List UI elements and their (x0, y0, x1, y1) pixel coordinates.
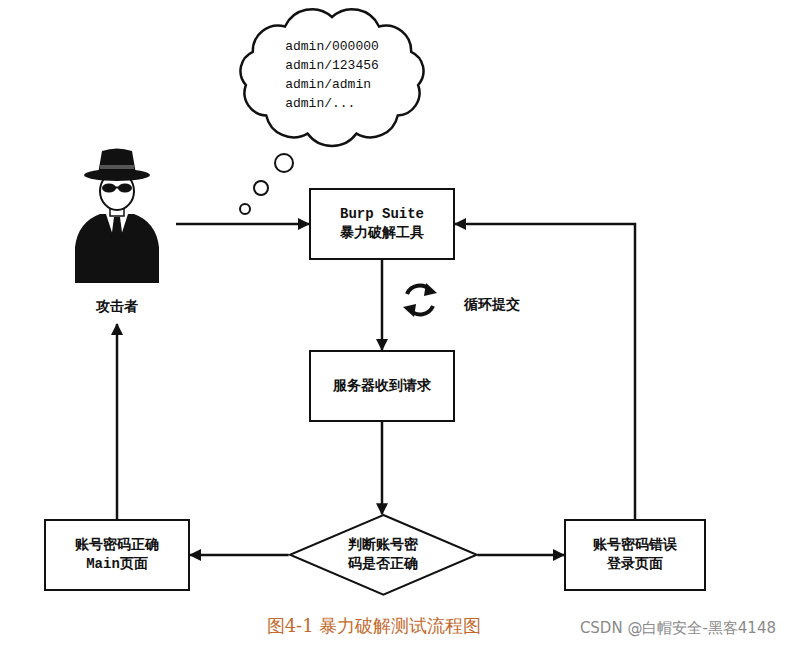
diamond-shape (290, 515, 477, 595)
cloud-shape (241, 9, 424, 146)
cloud-outline (232, 4, 432, 149)
thought-bubbles (240, 154, 293, 214)
text-group: 服务器收到请求 (333, 377, 431, 396)
flow-arrow (116, 324, 119, 519)
text-group: 账号密码错误 登录页面 (589, 536, 681, 574)
flow-arrow (477, 554, 564, 557)
flow-arrow (190, 554, 289, 557)
node-text: 账号密码正确 Main页面 (71, 536, 163, 574)
edge-label: 循环提交 (462, 296, 522, 314)
text-group: 判断账号密码是否正确 (347, 536, 420, 574)
credential-line: admin/admin (285, 76, 379, 95)
decision-diamond: 判断账号密码是否正确 (289, 514, 478, 596)
text-group: Burp Suite 暴力破解工具 (336, 205, 428, 243)
text-group: 账号密码正确 Main页面 (71, 536, 163, 574)
credential-line: admin/000000 (285, 38, 379, 57)
node-text: 账号密码错误 登录页面 (589, 536, 681, 574)
credential-line: admin/123456 (285, 57, 379, 76)
actor-label: 攻击者 (96, 297, 138, 316)
figure-caption: 图4-1 暴力破解测试流程图 (267, 614, 482, 638)
watermark: CSDN @白帽安全-黑客4148 (580, 619, 776, 638)
text-group: admin/000000admin/123456admin/adminadmin… (285, 38, 379, 113)
diamond-outline (289, 514, 478, 596)
flow-arrow (381, 422, 384, 514)
flow-arrow (176, 223, 309, 226)
process-box: Burp Suite 暴力破解工具 (309, 188, 455, 260)
result-box: 账号密码错误 登录页面 (564, 519, 706, 591)
result-box: 账号密码正确 Main页面 (44, 519, 190, 591)
flow-arrow (381, 260, 384, 350)
attacker-node: 攻击者 (58, 152, 176, 322)
flow-arrow (455, 224, 635, 519)
node-text: 判断账号密码是否正确 (347, 536, 420, 574)
process-box: 服务器收到请求 (309, 350, 455, 422)
text-group: 攻击者 (96, 297, 138, 316)
attacker-figure (75, 149, 159, 284)
node-text: Burp Suite 暴力破解工具 (336, 205, 428, 243)
loop-icon (403, 283, 437, 317)
node-text: 服务器收到请求 (333, 377, 431, 396)
credential-line: admin/... (285, 95, 379, 114)
thought-cloud: admin/000000admin/123456admin/adminadmin… (232, 4, 432, 149)
